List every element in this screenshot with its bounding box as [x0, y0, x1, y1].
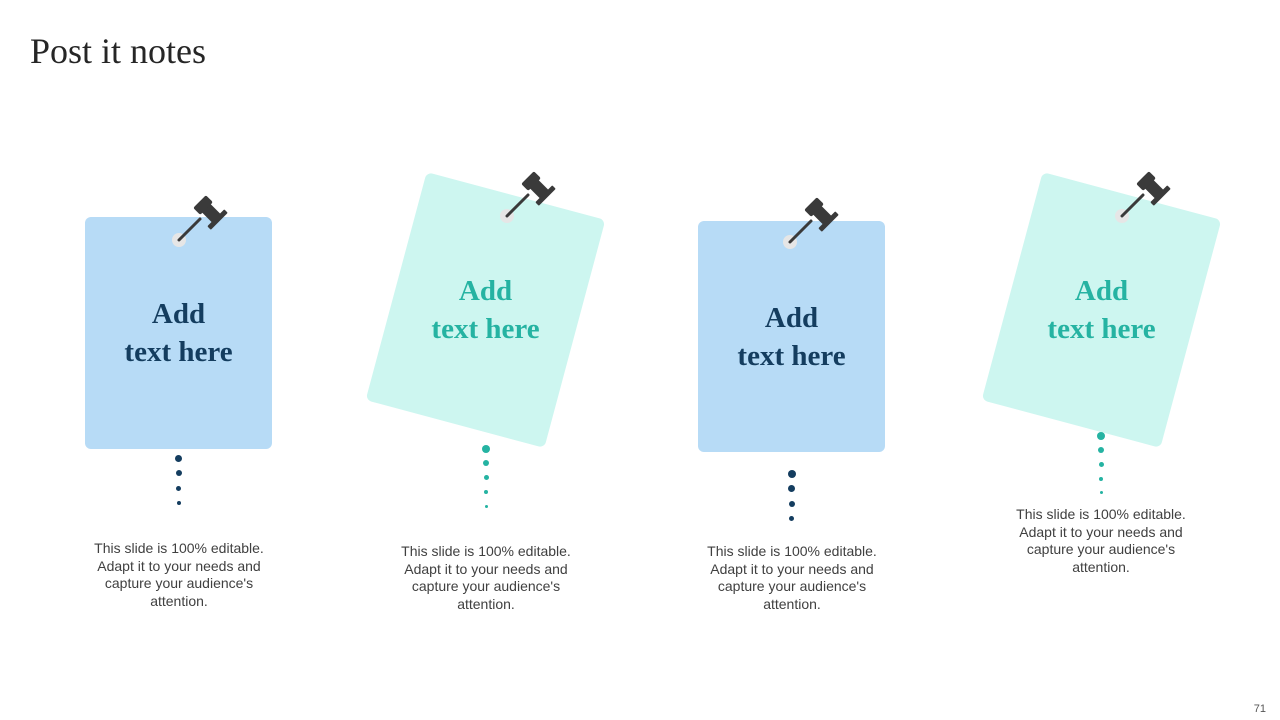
note-3-line-1: Add: [764, 301, 819, 334]
push-pin-icon: [1115, 171, 1171, 223]
note-3-heading: Add text here: [698, 221, 885, 452]
post-it-note-4[interactable]: Add text here: [981, 172, 1222, 448]
note-1-line-1: Add: [151, 298, 206, 330]
note-2-line-2: text here: [431, 313, 540, 345]
post-it-note-3[interactable]: Add text here: [698, 221, 885, 452]
slide-title: Post it notes: [30, 31, 207, 71]
note-1-description: This slide is 100% editable. Adapt it to…: [94, 540, 264, 609]
note-2-description: This slide is 100% editable. Adapt it to…: [401, 543, 571, 612]
note-1-heading: Add text here: [85, 217, 272, 449]
note-2-line-1: Add: [458, 275, 513, 307]
post-it-note-1[interactable]: Add text here: [85, 217, 272, 449]
note-3-description: This slide is 100% editable. Adapt it to…: [707, 543, 877, 612]
dots-connector-3: [786, 470, 798, 525]
post-it-note-2[interactable]: Add text here: [365, 172, 606, 448]
note-4-line-1: Add: [1074, 275, 1129, 307]
note-4-line-2: text here: [1047, 313, 1156, 345]
dots-connector-4: [1095, 432, 1107, 497]
note-3-line-2: text here: [737, 339, 846, 372]
note-1-line-2: text here: [124, 336, 233, 368]
push-pin-icon: [172, 195, 228, 247]
dots-connector-2: [480, 445, 492, 510]
dots-connector-1: [173, 455, 185, 510]
push-pin-icon: [783, 197, 839, 249]
page-number: 71: [1253, 703, 1266, 715]
push-pin-icon: [500, 171, 556, 223]
note-4-description: This slide is 100% editable. Adapt it to…: [1016, 506, 1186, 575]
